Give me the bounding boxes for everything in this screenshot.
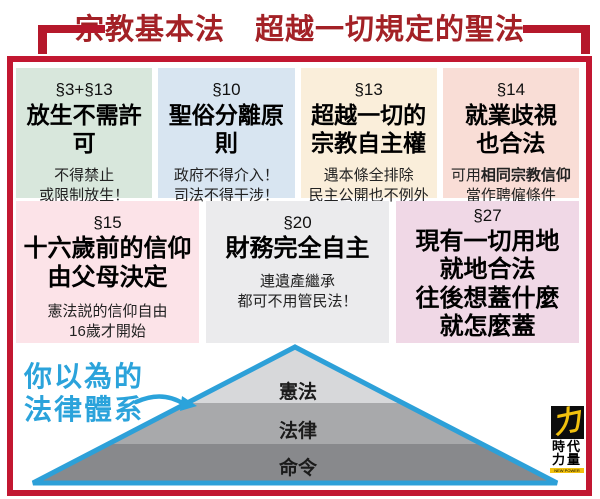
curved-arrow-head-icon	[180, 396, 197, 411]
card-subtext-line2: 當作聘僱條件	[465, 187, 556, 205]
card-s14-employment-discrimination: §14 就業歧視也合法 可用相同宗教信仰 當作聘僱條件	[442, 68, 579, 204]
section-number: §14	[496, 80, 526, 99]
card-s13-religious-autonomy: §13 超越一切的宗教自主權 遇本條全排除民主公開也不例外	[300, 68, 437, 204]
pyramid-level-order	[33, 444, 557, 483]
card-title: 放生不需許可	[26, 103, 142, 157]
card-title: 超越一切的宗教自主權	[311, 103, 427, 157]
pyramid-label-law: 法律	[279, 419, 317, 442]
npp-logo-subtext: NEW POWER PARTY	[550, 467, 584, 473]
power-glyph-icon: 力	[550, 406, 584, 439]
card-s3-s13-release-animals: §3+§13 放生不需許可 不得禁止或限制放生！	[16, 68, 153, 204]
npp-logo-name: 時代 力量	[551, 439, 582, 468]
section-number: §27	[473, 206, 502, 225]
card-title: 財務完全自主	[225, 236, 370, 262]
pyramid-label-order: 命令	[279, 456, 318, 479]
law-hierarchy-pyramid: 憲法 法律 命令	[31, 344, 559, 486]
pyramid-label-constitution: 憲法	[279, 380, 317, 403]
card-subtext: 遇本條全排除民主公開也不例外	[308, 167, 429, 205]
pyramid-caption: 你以為的 法律體系	[24, 361, 145, 425]
npp-logo-mark-icon: 力	[550, 406, 584, 439]
card-s10-sacred-secular-separation: §10 聖俗分離原則 政府不得介入！司法不得干涉！	[158, 68, 295, 204]
page-title: 宗教基本法 超越一切規定的聖法	[74, 14, 525, 46]
card-row-top: §3+§13 放生不需許可 不得禁止或限制放生！ §10 聖俗分離原則 政府不得…	[16, 68, 579, 204]
card-subtext: 政府不得介入！司法不得干涉！	[173, 167, 279, 205]
section-number: §20	[283, 213, 312, 232]
card-title: 聖俗分離原則	[168, 103, 284, 157]
section-number: §13	[354, 80, 383, 99]
card-s20-financial-autonomy: §20 財務完全自主 連遺產繼承都可不用管民法！	[206, 201, 389, 343]
section-number: §10	[212, 80, 241, 99]
card-title: 現有一切用地就地合法往後想蓋什麼就怎麼蓋	[415, 229, 560, 340]
npp-logo: 力 時代 力量 NEW POWER PARTY	[550, 406, 584, 473]
card-subtext: 可用相同宗教信仰 當作聘僱條件	[443, 166, 579, 206]
title-corner-bracket-left	[38, 25, 105, 54]
card-s27-land-legalization: §27 現有一切用地就地合法往後想蓋什麼就怎麼蓋	[396, 201, 579, 343]
title-corner-bracket-right	[523, 25, 590, 54]
card-subtext: 不得禁止或限制放生！	[39, 167, 130, 205]
pyramid-outline	[31, 344, 559, 486]
section-number: §15	[93, 213, 122, 232]
card-title: 就業歧視也合法	[464, 103, 557, 157]
card-subtext: 連遺產繼承都可不用管民法！	[237, 273, 358, 311]
section-number: §3+§13	[55, 80, 113, 99]
curved-arrow-icon	[133, 394, 187, 407]
card-title: 十六歲前的信仰由父母決定	[23, 236, 192, 292]
card-subtext-line1: 可用相同宗教信仰	[450, 167, 571, 185]
